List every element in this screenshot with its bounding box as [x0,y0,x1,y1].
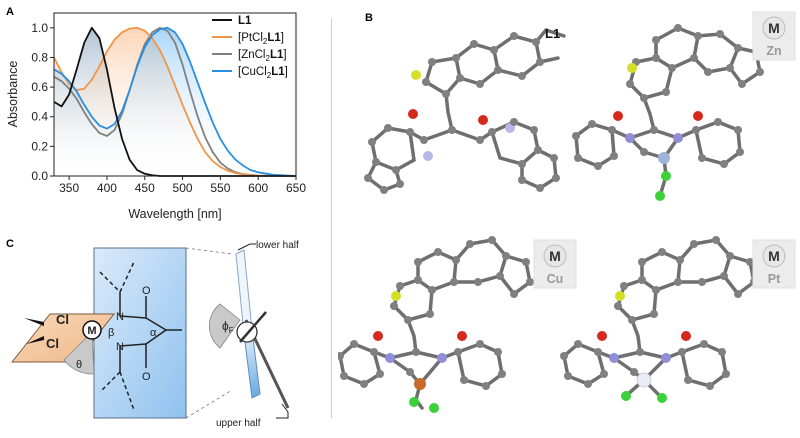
rotation-axis-line [239,311,267,343]
coordination-geometry-diagram: Cl Cl M N N O O β α θ ϕF lower half uppe… [10,240,299,429]
y-axis-label: Absorbance [6,61,20,128]
x-tick-label-4: 550 [210,181,230,195]
panel-letter-a: A [6,6,14,18]
panel-letter-b: B [365,12,373,24]
x-tick-label-5: 600 [248,181,268,195]
badge-zn-m: M [768,20,780,36]
structure-l1-atoms [364,32,560,194]
legend-label-3: [CuCl2L1] [238,66,288,80]
series-line-1 [53,26,297,177]
badge-cu-element: Cu [547,272,564,286]
dashed-projection-lines [185,247,233,419]
label-beta: β [108,327,114,339]
label-alpha: α [150,327,157,339]
y-tick-label-0: 0.0 [31,169,48,183]
series-line-2 [53,26,297,177]
label-n-bottom: N [116,341,124,353]
label-phi: ϕF [222,319,234,335]
ligand-skeleton [99,261,182,411]
label-upper-half: upper half [216,418,261,429]
structure-l1 [365,27,566,192]
badge-cu-m: M [549,248,561,264]
badge-pt: M Pt [752,239,796,289]
x-tick-label-2: 450 [135,181,155,195]
phi-angle-wedge [208,303,241,349]
badge-zn: M Zn [752,11,796,61]
theta-angle-wedge [63,331,95,375]
x-tick-label-6: 650 [286,181,306,195]
badge-pt-m: M [768,248,780,264]
label-cl-top: Cl [56,312,69,327]
y-tick-label-5: 1.0 [31,21,48,35]
absorbance-chart: 350 400 450 500 550 600 650 0.0 0.2 0.4 0.6 0.8 1.0… [6,12,306,221]
y-tick-label-2: 0.4 [31,110,48,124]
y-tick-label-1: 0.2 [31,139,48,153]
label-metal: M [87,325,96,337]
x-tick-label-1: 400 [97,181,117,195]
x-tick-label-0: 350 [59,181,79,195]
series-fill-3 [54,27,296,176]
structure-cu-atoms [338,236,534,413]
badge-zn-element: Zn [766,44,781,58]
series-line-3 [53,26,297,177]
crystal-structures-panel: L1 [338,11,796,413]
legend-label-2: [ZnCl2L1] [238,49,287,63]
structure-cu [338,238,532,410]
badge-cu: M Cu [533,239,577,289]
badge-pt-element: Pt [768,272,781,286]
structure-label-l1: L1 [545,26,560,41]
panel-divider [331,18,332,418]
chart-legend: L1 [PtCl2L1] [ZnCl2L1] [CuCl2L1] [212,15,288,80]
panel-letter-c: C [6,238,14,250]
label-cl-bottom: Cl [46,336,59,351]
label-n-top: N [116,311,124,323]
structure-zn-atoms [572,24,764,201]
absorption-band-shading [54,27,296,176]
metal-center [24,318,102,344]
y-tick-label-3: 0.6 [31,80,48,94]
plot-frame [53,12,297,177]
legend-label-0: L1 [238,15,252,27]
label-theta: θ [76,359,82,371]
structure-pt-atoms [560,236,758,403]
y-tick-label-4: 0.8 [31,50,48,64]
ligand-plane-box [93,247,187,419]
x-axis-label: Wavelength [nm] [128,207,221,221]
label-o-bottom: O [142,371,151,383]
structure-zn [574,26,762,198]
half-label-leaders [237,243,289,419]
x-tick-label-3: 500 [173,181,193,195]
label-lower-half: lower half [256,240,299,251]
legend-label-1: [PtCl2L1] [238,32,284,46]
label-o-top: O [142,285,151,297]
